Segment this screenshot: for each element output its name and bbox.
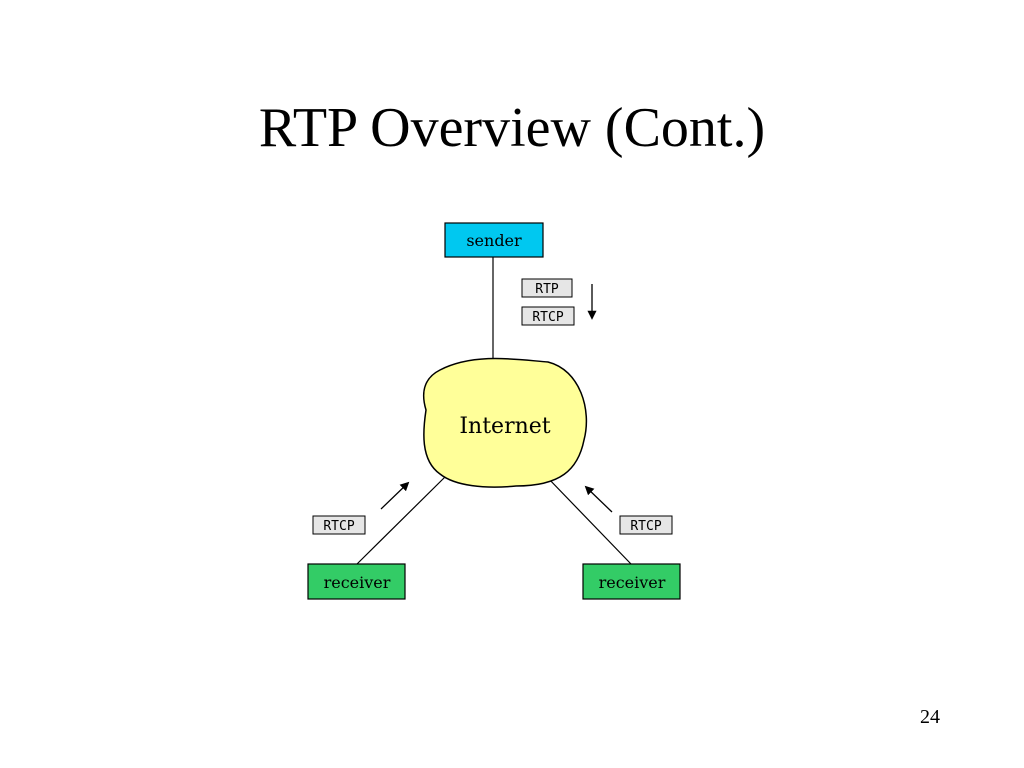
right-rtcp-tag-label: RTCP — [630, 519, 661, 534]
sender-box[interactable] — [444, 222, 544, 258]
page-number: 24 — [920, 706, 940, 728]
right-receiver-box[interactable] — [582, 563, 681, 600]
slide-title: RTP Overview (Cont.) — [258, 97, 766, 159]
right-rtcp-tag-box — [619, 515, 673, 535]
left-receiver-box[interactable] — [307, 563, 406, 600]
left-receiver-label: receiver — [324, 573, 391, 592]
up-right-arrow-icon — [380, 481, 410, 510]
right-receiver-link-line — [545, 475, 632, 565]
internet-cloud — [422, 357, 588, 488]
right-receiver-label: receiver — [599, 573, 666, 592]
rtp-tag-box — [521, 278, 573, 298]
internet-label: Internet — [459, 414, 550, 439]
sender-rtcp-tag-box — [521, 306, 575, 326]
sender-rtcp-tag-label: RTCP — [532, 310, 563, 325]
up-left-arrow-icon — [584, 485, 613, 513]
rtp-tag-label: RTP — [535, 282, 559, 297]
left-rtcp-tag-box — [312, 515, 366, 535]
left-rtcp-tag-label: RTCP — [323, 519, 354, 534]
left-receiver-link-line — [356, 475, 447, 565]
sender-label: sender — [466, 231, 522, 250]
